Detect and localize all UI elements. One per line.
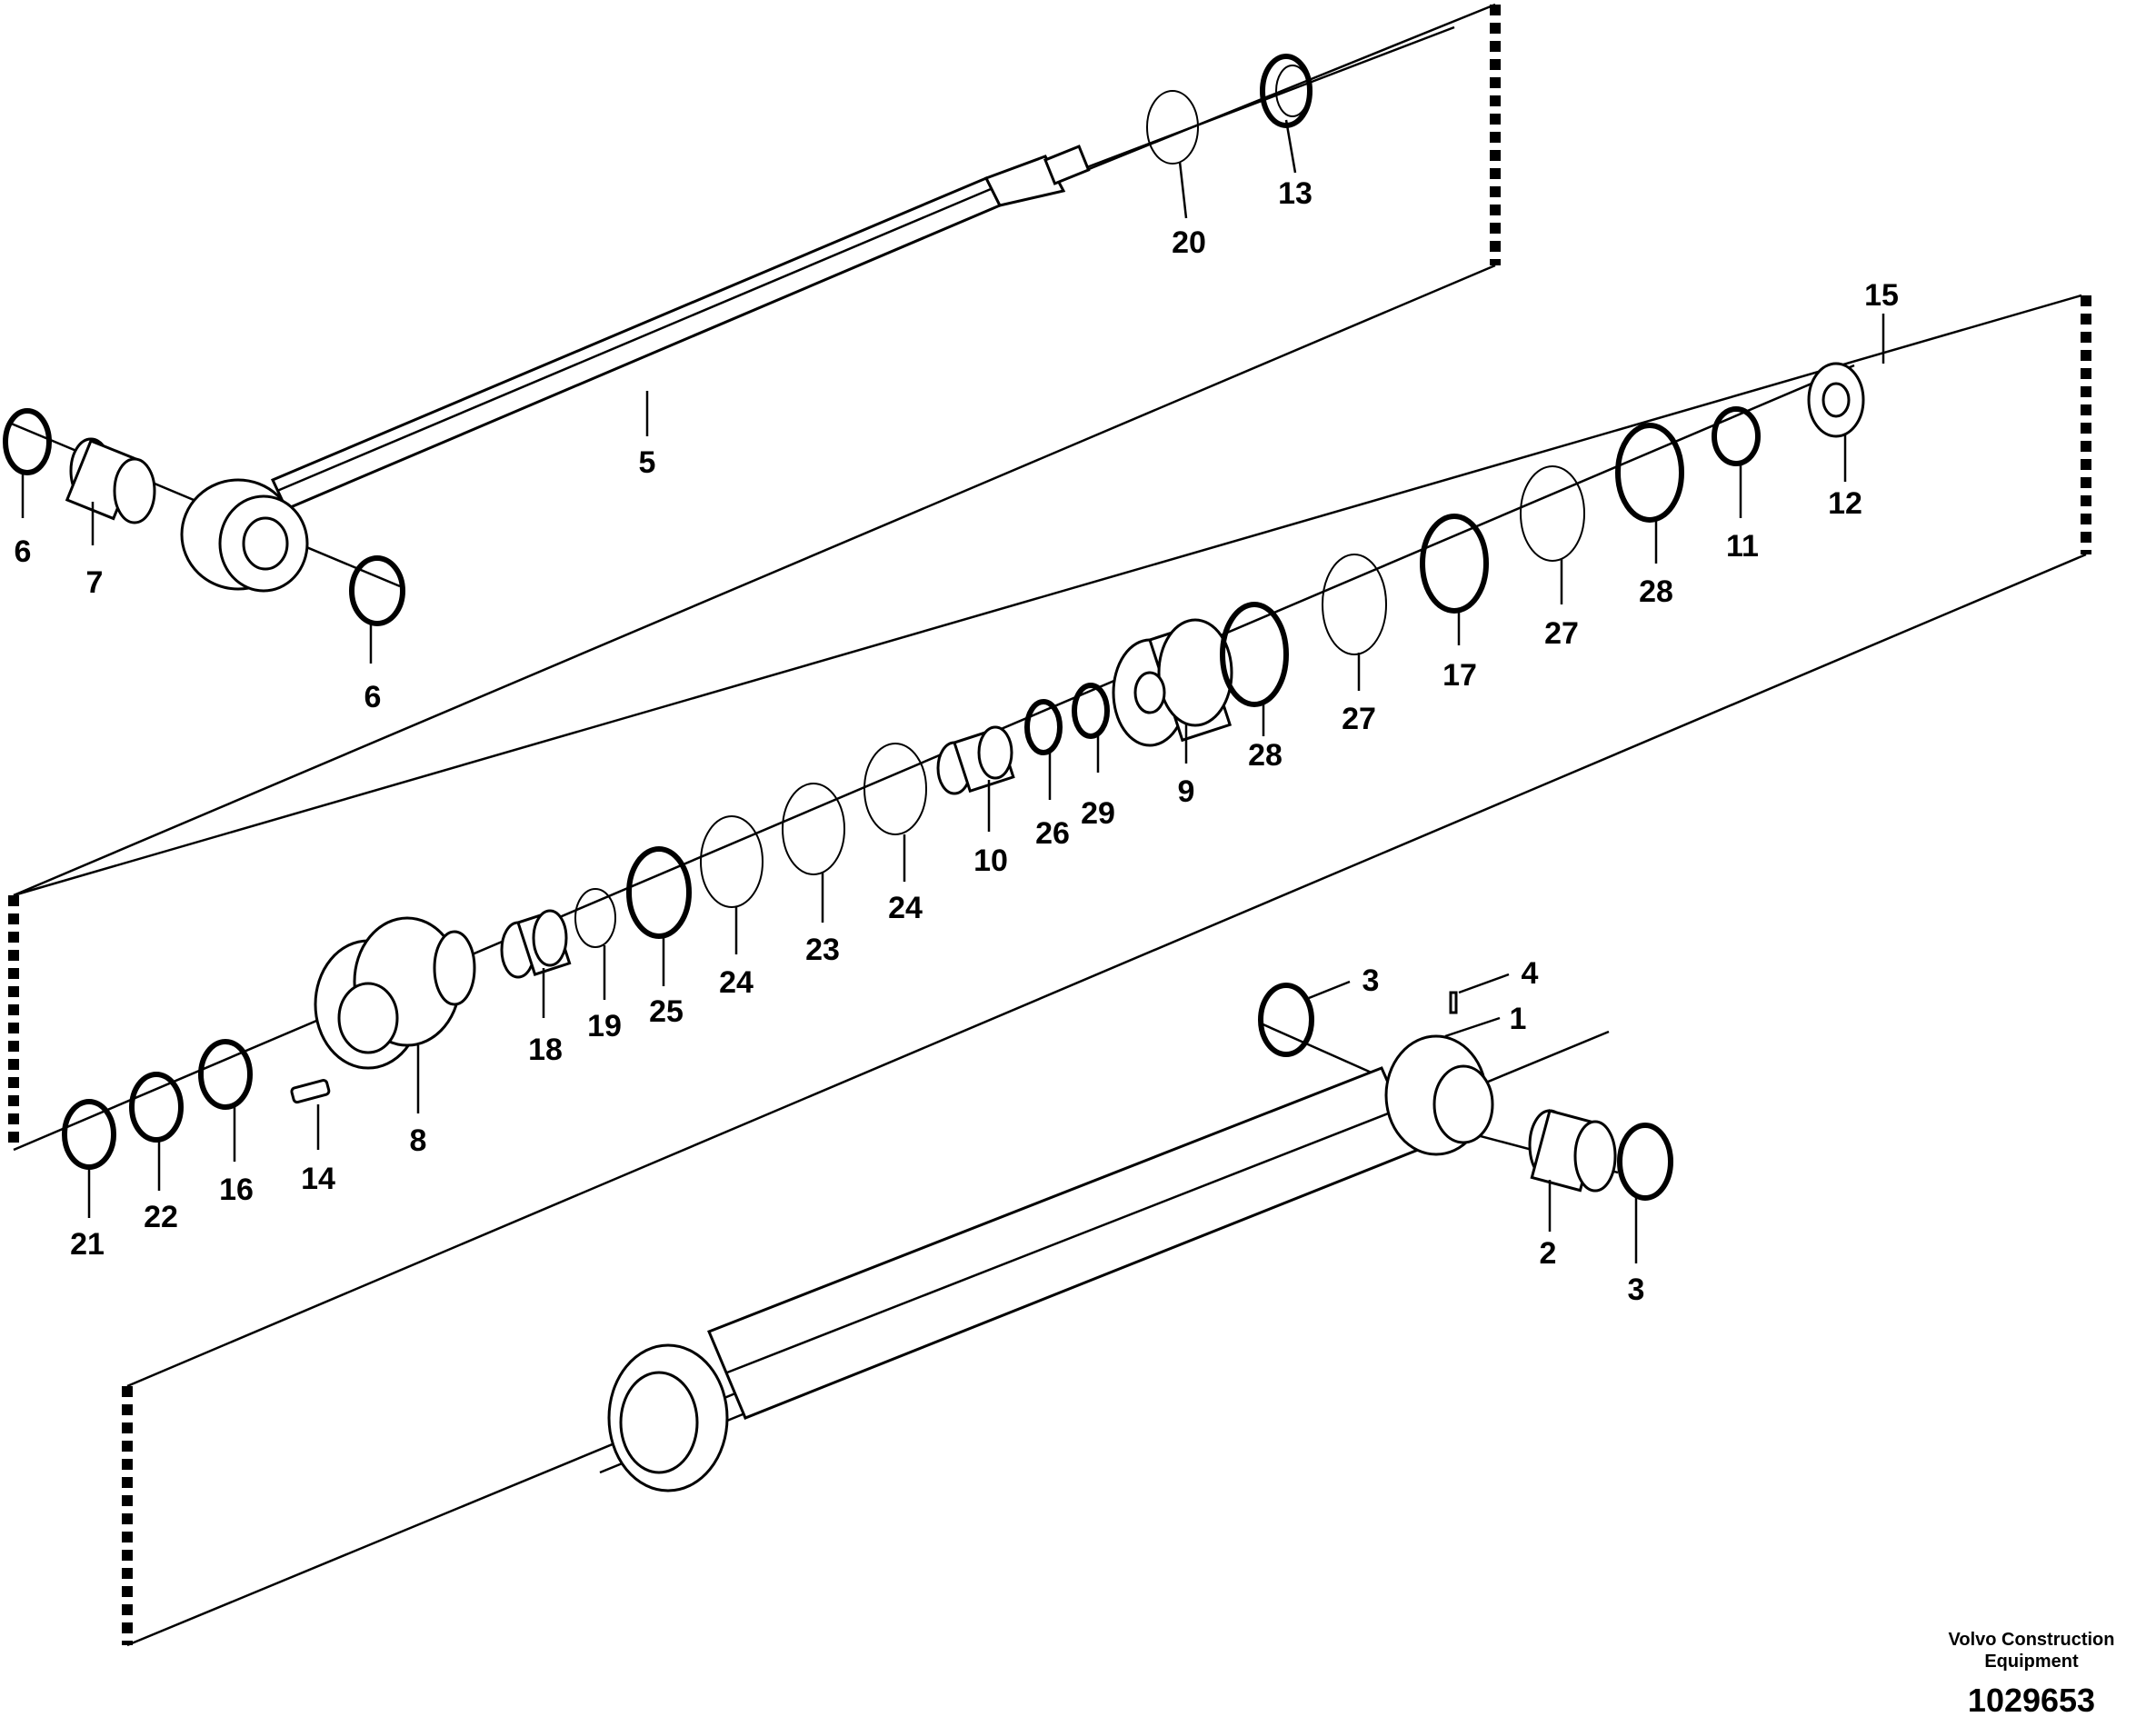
label-25: 25 [649, 994, 684, 1029]
label-8: 8 [410, 1123, 427, 1158]
ring-26 [1024, 699, 1063, 755]
ring-11 [1712, 406, 1761, 466]
label-19: 19 [587, 1009, 622, 1043]
label-7: 7 [86, 565, 104, 600]
ring-24-lower [700, 815, 764, 908]
retaining-ring-6-right [349, 555, 405, 626]
label-24-lower: 24 [719, 965, 754, 1000]
piston-9 [1112, 618, 1233, 747]
label-2: 2 [1540, 1236, 1557, 1271]
label-6-right: 6 [364, 680, 382, 714]
ring-27-upper [1520, 465, 1585, 562]
label-10: 10 [973, 844, 1008, 878]
label-9: 9 [1178, 774, 1195, 809]
ring-29 [1072, 683, 1110, 739]
ring-19 [574, 888, 616, 948]
cylinder-tube [607, 1034, 1494, 1492]
label-12: 12 [1828, 486, 1862, 521]
label-26: 26 [1035, 816, 1070, 851]
label-22: 22 [144, 1200, 178, 1234]
bushing-18 [500, 909, 572, 979]
piston-rod [180, 145, 1091, 593]
ring-25 [626, 846, 692, 939]
label-13: 13 [1278, 176, 1313, 211]
ring-3-upper [1258, 983, 1314, 1057]
bushing-7 [65, 437, 156, 524]
cylinder-head-8 [314, 916, 476, 1070]
label-29: 29 [1081, 796, 1115, 831]
leader-lines [21, 119, 1885, 1263]
label-5: 5 [639, 445, 656, 480]
label-28-lower: 28 [1248, 738, 1283, 773]
label-27-upper: 27 [1544, 616, 1579, 651]
label-24-upper: 24 [888, 891, 923, 925]
label-20: 20 [1172, 225, 1206, 260]
panel-piston-rod [3, 3, 1501, 897]
panel-cylinder-tube [122, 983, 1673, 1647]
ring-28-upper [1615, 423, 1684, 523]
bushing-2 [1528, 1109, 1617, 1193]
drawing-number: 1029653 [1967, 1682, 2096, 1719]
panel-piston-head-parts [8, 294, 2091, 1388]
part-number-labels: 13 20 5 6 7 6 15 12 11 28 27 17 27 28 9 … [15, 176, 1899, 1307]
label-3-lower: 3 [1628, 1273, 1645, 1307]
retaining-ring-6-left [3, 408, 52, 475]
label-16: 16 [219, 1173, 254, 1207]
nut-12 [1807, 362, 1865, 438]
ring-22 [129, 1072, 184, 1143]
bushing-10 [936, 725, 1015, 795]
ring-17 [1420, 514, 1489, 614]
label-28-upper: 28 [1639, 574, 1673, 609]
manufacturer-credit-line2: Equipment [1984, 1652, 2079, 1672]
label-18: 18 [528, 1033, 563, 1067]
label-17: 17 [1442, 658, 1477, 693]
label-15: 15 [1864, 278, 1899, 313]
manufacturer-credit-line1: Volvo Construction [1948, 1630, 2115, 1650]
label-3-upper: 3 [1362, 963, 1380, 998]
o-ring-20 [1146, 90, 1199, 165]
label-21: 21 [70, 1227, 105, 1262]
label-11: 11 [1726, 529, 1759, 564]
label-6-left: 6 [15, 534, 32, 569]
label-14: 14 [301, 1162, 335, 1196]
ring-23 [782, 783, 845, 875]
ring-27-lower [1322, 554, 1387, 655]
label-4: 4 [1522, 956, 1539, 991]
label-27-lower: 27 [1342, 702, 1376, 736]
label-23: 23 [805, 933, 840, 967]
ring-24-upper [863, 743, 927, 835]
grease-nipple-4 [1449, 991, 1458, 1014]
bolt-14 [290, 1079, 331, 1104]
label-1: 1 [1510, 1002, 1527, 1036]
ring-21 [62, 1099, 116, 1170]
ring-3-lower [1617, 1123, 1673, 1201]
ring-16 [198, 1039, 253, 1110]
ring-28-lower [1220, 602, 1289, 707]
